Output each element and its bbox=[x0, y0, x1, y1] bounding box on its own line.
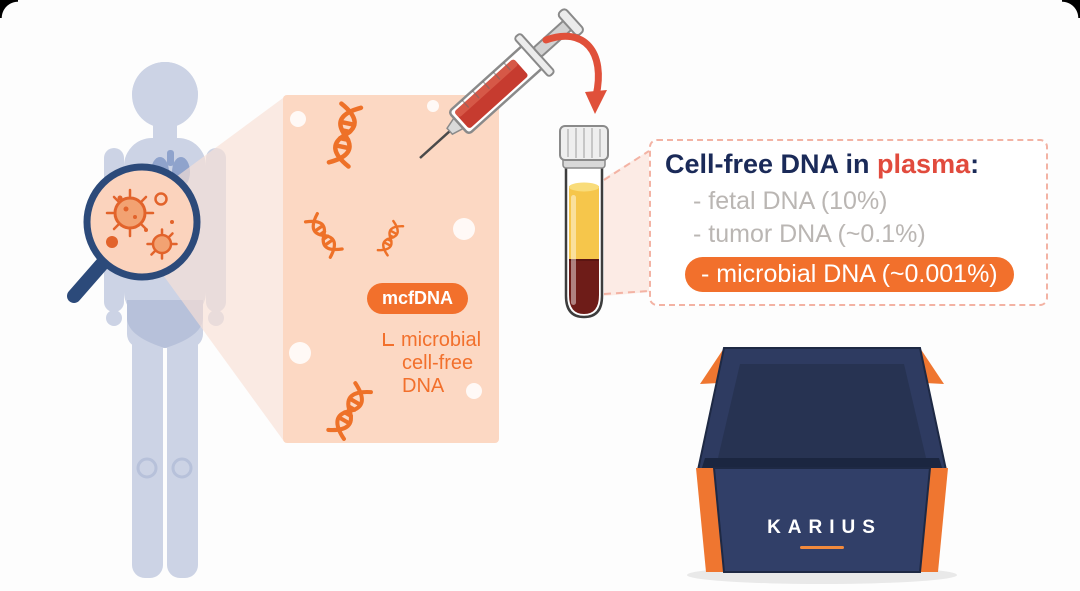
microbes-icon bbox=[105, 188, 178, 260]
info-item-tumor-dna: - tumor DNA (~0.1%) bbox=[693, 220, 926, 248]
info-title-suffix: : bbox=[970, 149, 980, 179]
definition-word: cell-free bbox=[402, 352, 474, 374]
definition-word: DNA bbox=[402, 375, 445, 397]
info-title-highlight: plasma bbox=[877, 149, 971, 179]
info-title: Cell-free DNA in plasma: bbox=[665, 149, 1034, 180]
mcfdna-badge: mcfDNA bbox=[367, 283, 469, 314]
karius-tagline-mark bbox=[800, 546, 844, 549]
karius-box-illustration bbox=[687, 347, 957, 584]
sample-panel bbox=[283, 95, 499, 443]
video-corner-right bbox=[1062, 0, 1080, 18]
info-item-microbial-dna-highlight: - microbial DNA (~0.001%) bbox=[685, 257, 1014, 292]
video-corner-left bbox=[0, 0, 18, 18]
magnifier-projection bbox=[158, 98, 283, 440]
panel-bubbles bbox=[289, 100, 482, 399]
definition-line: cell-free bbox=[383, 352, 481, 375]
plasma-info-box: Cell-free DNA in plasma: - fetal DNA (10… bbox=[649, 139, 1048, 306]
magnifier-icon bbox=[67, 163, 201, 303]
syringe-icon bbox=[419, 8, 584, 159]
blood-tube-icon bbox=[559, 125, 609, 319]
curved-arrow-icon bbox=[542, 32, 607, 114]
elbow-connector-icon bbox=[383, 333, 394, 346]
definition-line: DNA bbox=[383, 375, 481, 398]
definition-word: microbial bbox=[401, 329, 482, 351]
info-title-prefix: Cell-free DNA in bbox=[665, 149, 878, 179]
mcfdna-definition: microbial cell-free DNA bbox=[383, 329, 481, 398]
karius-logo: KARIUS bbox=[767, 517, 882, 538]
definition-line: microbial bbox=[383, 329, 481, 352]
info-item-fetal-dna: - fetal DNA (10%) bbox=[693, 187, 888, 215]
tube-projection bbox=[603, 150, 650, 296]
